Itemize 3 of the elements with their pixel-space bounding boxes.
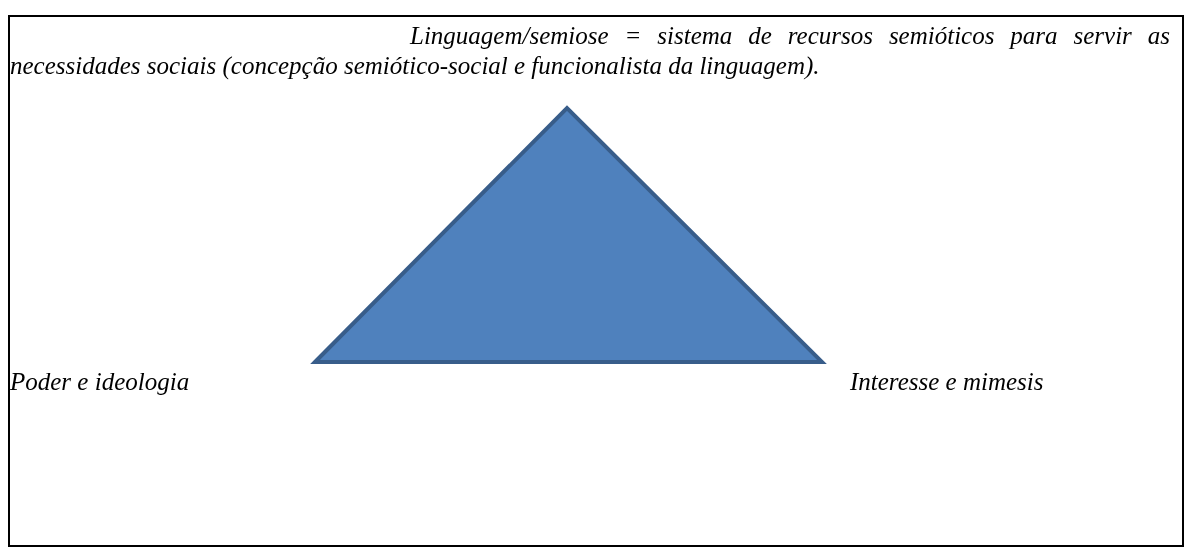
vertex-label: Poder e ideologia: [10, 367, 190, 397]
heading-text: Linguagem/semiose = sistema de recursos semióticos para servir as necessidades sociais (concepção semiótico-social e funcionalista da linguagem).: [10, 21, 1170, 81]
vertex-label: Interesse e mimesis: [850, 367, 1044, 397]
